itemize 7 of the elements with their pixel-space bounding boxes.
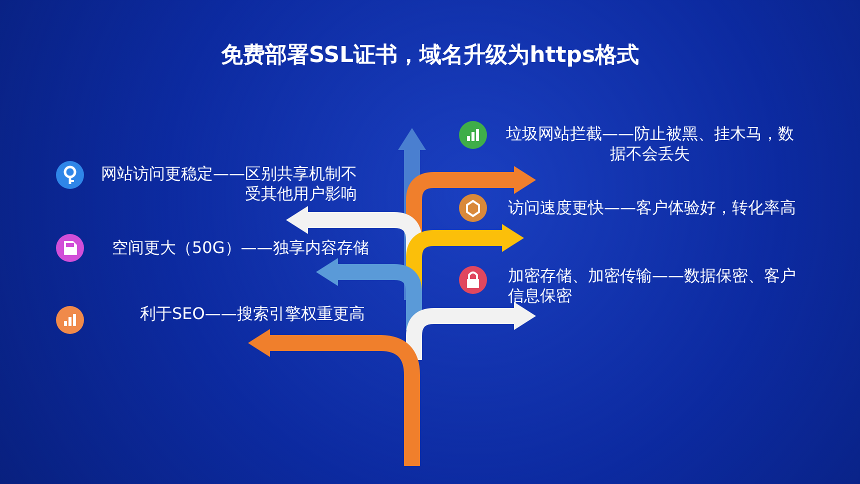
feature-text: 空间更大（50G）——独享内容存储 (112, 238, 370, 258)
feature-text: 网站访问更稳定——区别共享机制不受其他用户影响 (100, 164, 357, 204)
title: 免费部署SSL证书，域名升级为https格式 (220, 42, 640, 70)
feature-text: 加密存储、加密传输——数据保密、客户信息保密 (508, 266, 797, 306)
feature-text: 访问速度更快——客户体验好，转化率高 (508, 198, 797, 218)
feature-text: 垃圾网站拦截——防止被黑、挂木马，数据不会丢失 (505, 124, 795, 164)
feature-text: 利于SEO——搜索引擎权重更高 (140, 304, 366, 324)
